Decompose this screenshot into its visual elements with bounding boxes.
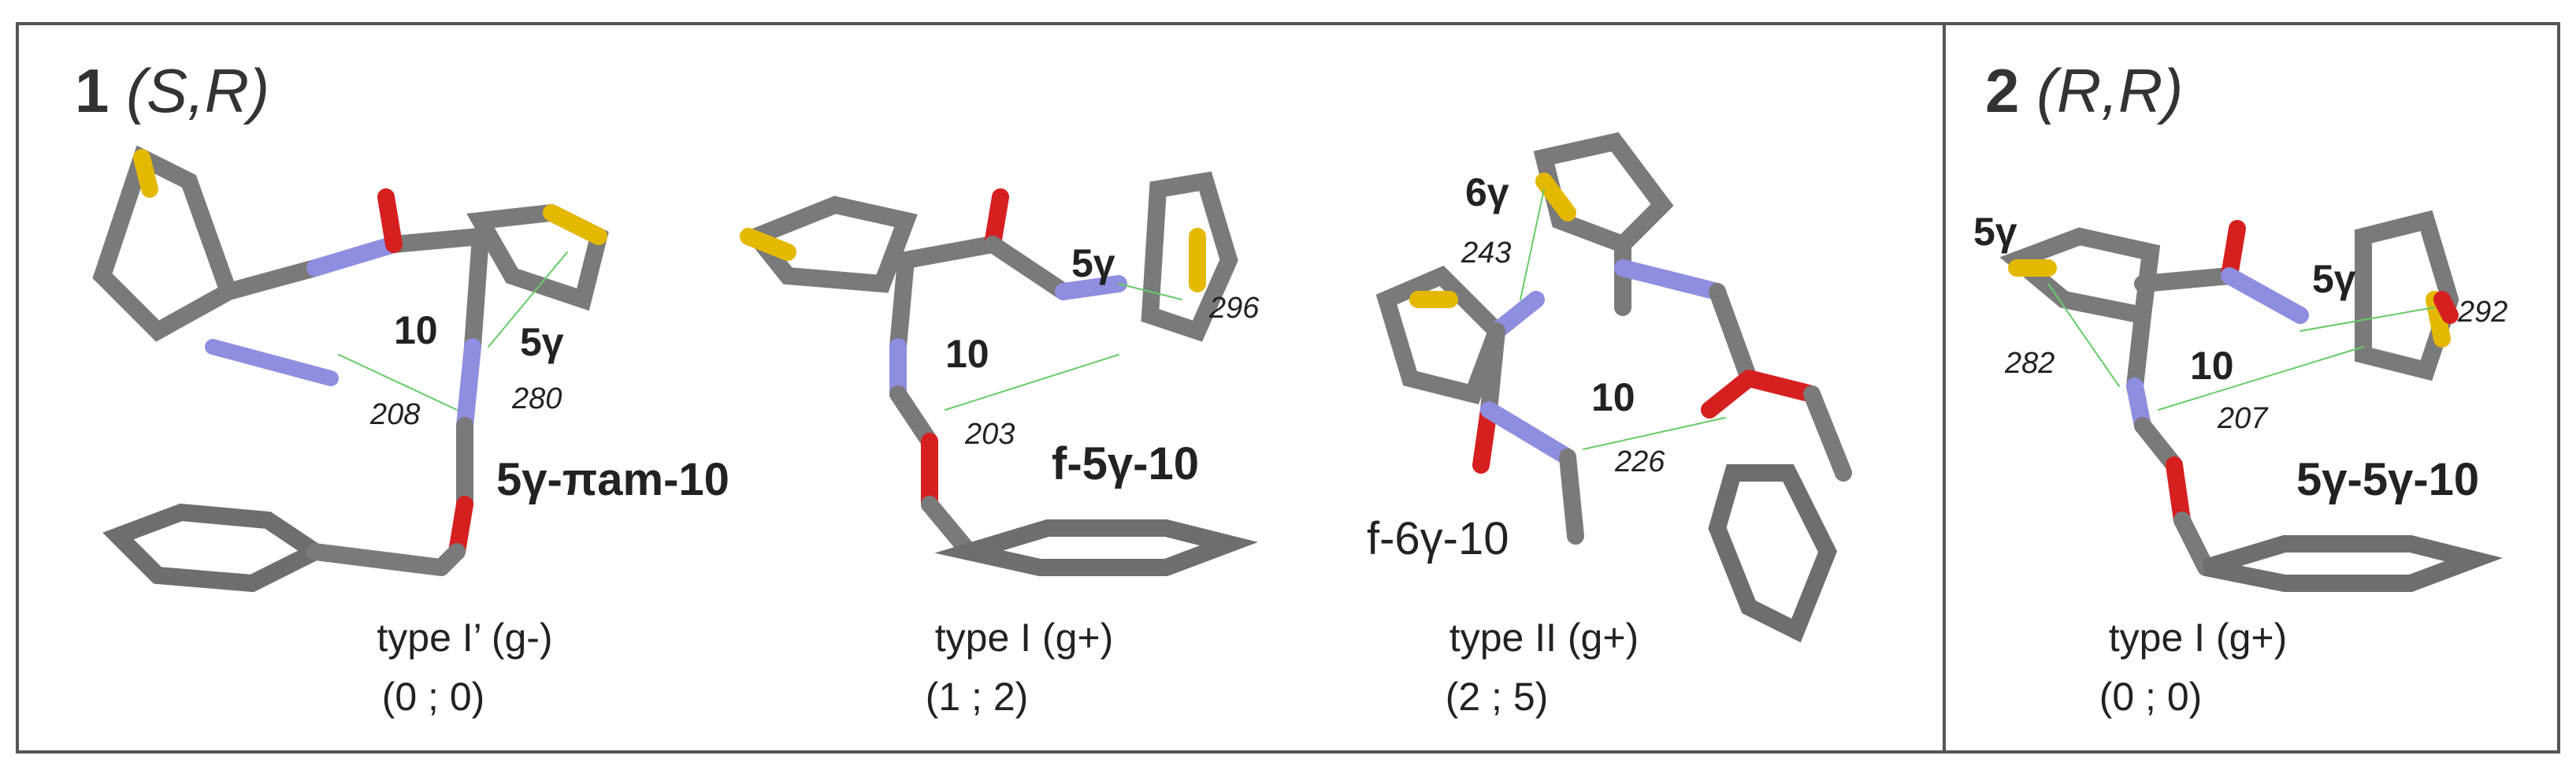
hbond-label: 10 [945, 332, 989, 376]
molecule-2 [1999, 210, 2503, 592]
hbond-distance: 296 [1209, 292, 1260, 325]
molecule-1a [92, 145, 609, 593]
compound-number: 2 [1985, 56, 2020, 125]
hbond-distance: 280 [512, 382, 562, 415]
stereo-config: (S,R) [126, 56, 270, 125]
molecule-1c [1375, 132, 1852, 643]
energies: (0 ; 0) [2099, 675, 2203, 719]
energies: (2 ; 5) [1445, 675, 1549, 719]
motif-label: 5γ-πam-10 [496, 454, 729, 505]
hbond-label: 5γ [1071, 241, 1115, 285]
hbond-label: 10 [1591, 375, 1635, 419]
turn-type: type II (g+) [1449, 616, 1639, 660]
energies: (0 ; 0) [381, 675, 485, 719]
hbond-distance: 208 [370, 398, 421, 431]
hbond-label: 5γ [2312, 257, 2356, 301]
hbond-label: 6γ [1465, 170, 1509, 214]
molecule-1b [740, 171, 1258, 576]
motif-label: 5γ-5γ-10 [2296, 454, 2480, 505]
hbond-distance: 226 [1615, 445, 1665, 478]
hbond-distance: 282 [2005, 347, 2055, 380]
turn-type: type I’ (g-) [377, 616, 553, 660]
hbond-distance: 292 [2458, 296, 2508, 329]
turn-type: type I (g+) [934, 616, 1114, 660]
hbond-label: 5γ [1973, 210, 2017, 254]
hbond-label: 10 [2190, 344, 2234, 388]
motif-label: f-5γ-10 [1052, 438, 1199, 489]
motif-label: f-6γ-10 [1367, 513, 1509, 564]
hbond-distance: 207 [2218, 402, 2268, 435]
outer-frame [16, 22, 2560, 754]
panel-1-title: 1 (S,R) [75, 55, 269, 127]
hbond-label: 10 [394, 308, 438, 352]
energies: (1 ; 2) [925, 675, 1029, 719]
hbond-label: 5γ [520, 320, 564, 364]
turn-type: type I (g+) [2108, 616, 2288, 660]
hbond-distance: 203 [965, 418, 1015, 451]
stereo-config: (R,R) [2036, 56, 2184, 125]
hbond-distance: 243 [1461, 236, 1512, 270]
panel-2-title: 2 (R,R) [1985, 55, 2183, 127]
compound-number: 1 [75, 56, 109, 125]
